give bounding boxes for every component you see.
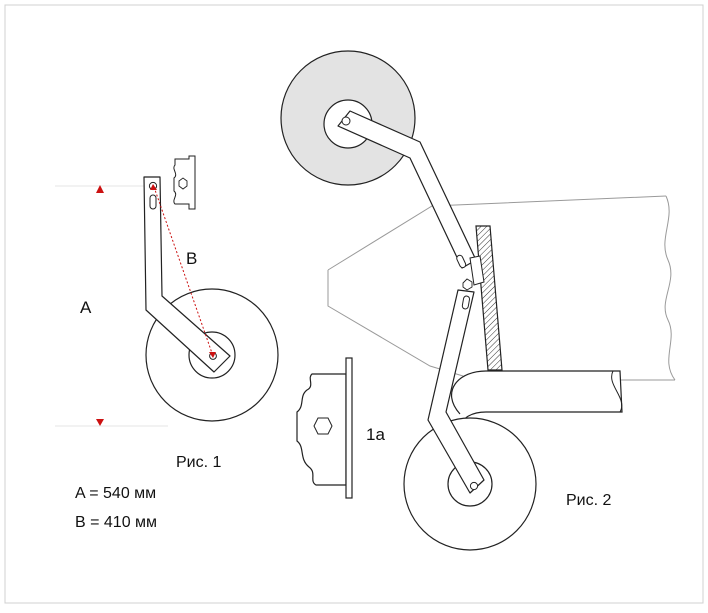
tractor-frame-tube [450,370,623,421]
inset-1a: 1a [296,357,385,499]
dimension-arrow-top [96,185,104,193]
dimension-b-line [153,186,214,357]
fig1-caption: Рис. 1 [176,454,222,471]
fig2-upper-axle-hole [341,116,351,126]
dimension-arrow-bottom [96,419,104,426]
mount-plate-hatched [475,225,503,371]
inset-bolt-hex [313,417,333,435]
inset-plate-flange [345,357,353,499]
fig2-upper-slot [456,254,467,269]
fig1-mount-bolt [178,177,188,190]
dimension-b-arrow-top [150,184,157,190]
fig2-lower-slot [461,295,471,310]
dimension-a-value: A = 540 мм [75,485,156,502]
fig1-bracket-slot [149,194,157,210]
fig2-lower-bracket [427,289,485,494]
dimension-b-value: B = 410 мм [75,514,157,531]
fig2-joint-bolt [462,278,473,291]
tractor-body-top [327,195,667,271]
figure-2: Рис. 2 [280,50,676,551]
dimension-b-arrow-bottom [209,352,216,358]
inset-label: 1a [366,425,385,444]
figure-1: A B Рис. 1 A = 540 мм B = 410 мм [55,155,279,531]
label-a: A [80,298,92,317]
fig1-bracket [143,176,231,373]
label-b: B [186,249,197,268]
fig2-caption: Рис. 2 [566,492,612,509]
fig2-lower-axle-hole [469,481,479,491]
tractor-cut-edge [664,195,676,381]
fig2-joint-plate [469,255,485,286]
tractor-frame-cut [611,370,623,413]
